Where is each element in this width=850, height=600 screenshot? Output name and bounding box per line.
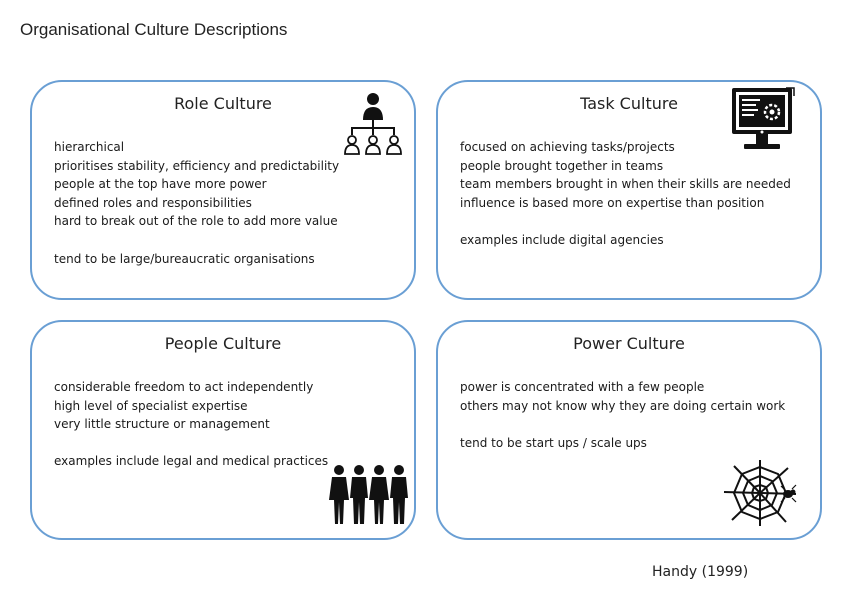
people-line-1: considerable freedom to act independentl… (54, 380, 314, 394)
task-culture-title: Task Culture (580, 94, 678, 113)
task-line-2: people brought together in teams (460, 158, 664, 173)
power-line-2: others may not know why they are doing c… (460, 398, 786, 413)
role-line-1: hierarchical (54, 140, 125, 154)
power-culture-description: power is concentrated with a few people … (460, 378, 785, 452)
people-line-3: very little structure or management (54, 417, 270, 432)
people-culture-title: People Culture (164, 334, 282, 353)
role-note: tend to be large/bureaucratic organisati… (54, 251, 315, 266)
task-note: examples include digital agencies (460, 232, 664, 247)
role-line-5: hard to break out of the role to add mor… (54, 214, 338, 229)
role-culture-card: Role Culture hierarchical prioritises st… (30, 80, 416, 300)
people-line-2: high level of specialist expertise (54, 398, 248, 413)
computer-monitor-icon (732, 87, 795, 149)
power-note: tend to be start ups / scale ups (460, 435, 647, 450)
task-line-3: team members brought in when their skill… (460, 177, 791, 192)
role-culture-description: hierarchical prioritises stability, effi… (54, 138, 339, 268)
role-line-3: people at the top have more power (54, 177, 267, 192)
task-culture-description: focused on achieving tasks/projects peop… (460, 138, 791, 250)
group-of-people-icon (329, 465, 408, 524)
task-culture-card: Task Culture focused on achieving tasks/… (436, 80, 822, 300)
org-chart-icon (344, 93, 402, 155)
people-note: examples include legal and medical pract… (54, 454, 329, 469)
people-culture-card: People Culture considerable freedom to a… (30, 320, 416, 540)
power-culture-card: Power Culture power is concentrated with… (436, 320, 822, 540)
spider-web-icon (723, 460, 797, 526)
task-line-1: focused on achieving tasks/projects (460, 140, 675, 154)
power-culture-title: Power Culture (573, 334, 685, 353)
task-line-4: influence is based more on expertise tha… (460, 195, 765, 210)
citation: Handy (1999) (652, 564, 749, 580)
power-line-1: power is concentrated with a few people (460, 380, 705, 394)
page-title: Organisational Culture Descriptions (20, 20, 288, 39)
role-line-2: prioritises stability, efficiency and pr… (54, 158, 340, 173)
people-culture-description: considerable freedom to act independentl… (54, 378, 328, 471)
role-line-4: defined roles and responsibilities (54, 195, 252, 210)
role-culture-title: Role Culture (174, 94, 272, 113)
